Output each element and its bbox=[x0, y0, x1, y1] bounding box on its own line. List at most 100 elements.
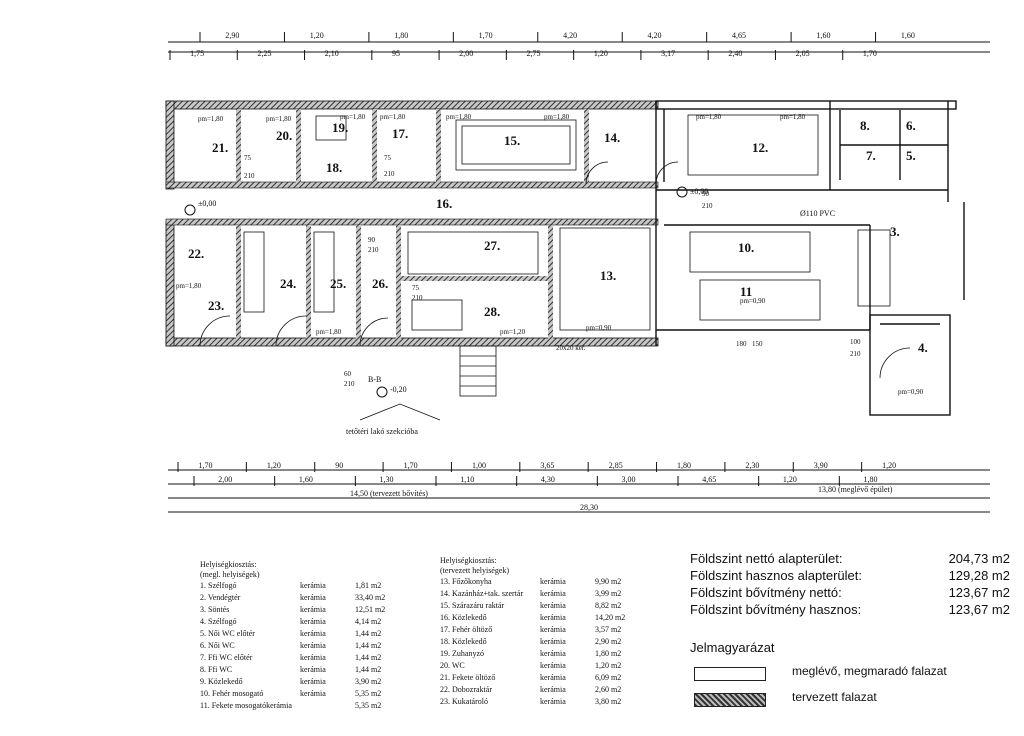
room-material: kerámia bbox=[540, 649, 566, 658]
level-label: -0,20 bbox=[390, 385, 407, 394]
room-label: 19. bbox=[332, 120, 348, 135]
area-summary: Földszint nettó alapterület:204,73 m2 Fö… bbox=[690, 550, 1010, 618]
room-name: 8. Ffi WC bbox=[200, 665, 233, 674]
legend-title: Jelmagyarázat bbox=[690, 640, 775, 655]
room-label: 14. bbox=[604, 130, 620, 145]
stair bbox=[359, 345, 497, 421]
room-name: 11. Fekete mosogatókerámia bbox=[200, 701, 292, 710]
room-label: 16. bbox=[436, 196, 452, 211]
dimension-label: 1,20 bbox=[310, 31, 324, 40]
room-name: 20. WC bbox=[440, 661, 465, 670]
dimension-label: 2,00 bbox=[459, 49, 473, 58]
pm-label: pm=1,80 bbox=[266, 115, 292, 123]
room-row: 19. Zuhanyzó kerámia 1,80 m2 bbox=[440, 648, 645, 660]
room-name: 2. Vendégtér bbox=[200, 593, 241, 602]
dimension-label: 1,75 bbox=[190, 49, 204, 58]
door-width: 90 bbox=[368, 236, 376, 244]
room-label: 23. bbox=[208, 298, 224, 313]
room-label: 6. bbox=[906, 118, 916, 133]
dimension-label: 1,60 bbox=[901, 31, 915, 40]
room-material: kerámia bbox=[300, 593, 326, 602]
section-label: B-B bbox=[368, 375, 381, 384]
pm-label: pm=0,90 bbox=[740, 297, 766, 305]
room-area: 33,40 m2 bbox=[355, 593, 386, 602]
room-label: 21. bbox=[212, 140, 228, 155]
door-height: 210 bbox=[344, 380, 355, 388]
pm-label: pm=1,80 bbox=[176, 282, 202, 290]
room-name: 1. Szélfogó bbox=[200, 581, 237, 590]
room-material: kerámia bbox=[540, 685, 566, 694]
pm-label: pm=0,90 bbox=[898, 388, 924, 396]
room-name: 23. Kukatároló bbox=[440, 697, 488, 706]
room-area: 2,60 m2 bbox=[595, 685, 622, 694]
door-width: 75 bbox=[412, 284, 420, 292]
room-name: 9. Közlekedő bbox=[200, 677, 243, 686]
level-label: ±0,00 bbox=[690, 187, 708, 196]
stair-note: tetőtéri lakó szekcióba bbox=[346, 427, 418, 436]
room-material: kerámia bbox=[300, 617, 326, 626]
pm-label: pm=1,80 bbox=[544, 113, 570, 121]
door-height: 210 bbox=[244, 172, 255, 180]
area-row: Földszint bővítmény hasznos:123,67 m2 bbox=[690, 602, 1010, 617]
room-name: 19. Zuhanyzó bbox=[440, 649, 484, 658]
dimension-label: 3,00 bbox=[622, 475, 636, 484]
room-area: 9,90 m2 bbox=[595, 577, 622, 586]
level-markers: ±0,00 ±0,00 -0,20 Ø110 PVC B-B tetőtéri … bbox=[184, 186, 835, 436]
room-material: kerámia bbox=[300, 665, 326, 674]
room-label: 7. bbox=[866, 148, 876, 163]
dimension-label: 2,90 bbox=[225, 31, 239, 40]
room-label: 24. bbox=[280, 276, 296, 291]
list-subheader: (tervezett helyiségek) bbox=[440, 566, 510, 575]
room-name: 7. Ffi WC előtér bbox=[200, 653, 253, 662]
pm-label: pm=1,80 bbox=[198, 115, 224, 123]
dimension-label: 4,30 bbox=[541, 475, 555, 484]
legend-swatch-existing bbox=[694, 667, 766, 681]
door-labels: 75 210 90 210 75 210 100 210 90 210 75 2… bbox=[244, 154, 861, 388]
door-width: 60 bbox=[344, 370, 352, 378]
dimension-label: 2,25 bbox=[257, 49, 271, 58]
door-height: 210 bbox=[850, 350, 861, 358]
room-material: kerámia bbox=[300, 629, 326, 638]
total-left-label: 14,50 (tervezett bővítés) bbox=[350, 489, 428, 498]
room-name: 10. Fehér mosogató bbox=[200, 689, 264, 698]
room-area: 14,20 m2 bbox=[595, 613, 626, 622]
room-area: 6,09 m2 bbox=[595, 673, 622, 682]
dimension-label: 2,30 bbox=[745, 461, 759, 470]
pm-label: pm=1,80 bbox=[380, 113, 406, 121]
room-label: 4. bbox=[918, 340, 928, 355]
dimension-label: 2,10 bbox=[325, 49, 339, 58]
dimension-label: 1,20 bbox=[783, 475, 797, 484]
room-label: 3. bbox=[890, 224, 900, 239]
room-material: kerámia bbox=[300, 677, 326, 686]
list-subheader: (megl. helyiségek) bbox=[200, 570, 260, 579]
dimension-label: 4,20 bbox=[563, 31, 577, 40]
room-area: 2,90 m2 bbox=[595, 637, 622, 646]
dimension-label: 1,80 bbox=[677, 461, 691, 470]
room-area: 1,44 m2 bbox=[355, 629, 382, 638]
pm-label: pm=1,80 bbox=[780, 113, 806, 121]
room-area: 1,80 m2 bbox=[595, 649, 622, 658]
dimension-label: 1,80 bbox=[864, 475, 878, 484]
pm-label: pm=1,80 bbox=[446, 113, 472, 121]
list-header: Helyiségkiosztás: bbox=[200, 560, 257, 569]
room-area: 3,90 m2 bbox=[355, 677, 382, 686]
room-area: 3,99 m2 bbox=[595, 589, 622, 598]
dimension-label: 1,60 bbox=[816, 31, 830, 40]
room-label: 28. bbox=[484, 304, 500, 319]
room-label: 26. bbox=[372, 276, 388, 291]
area-row: Földszint bővítmény nettó:123,67 m2 bbox=[690, 585, 1010, 600]
room-area: 3,57 m2 bbox=[595, 625, 622, 634]
area-row: Földszint hasznos alapterület:129,28 m2 bbox=[690, 568, 1010, 583]
room-material: kerámia bbox=[300, 605, 326, 614]
pm-label: pm=1,80 bbox=[316, 328, 342, 336]
fixtures bbox=[243, 114, 891, 331]
legend-label-planned: tervezett falazat bbox=[792, 690, 877, 704]
